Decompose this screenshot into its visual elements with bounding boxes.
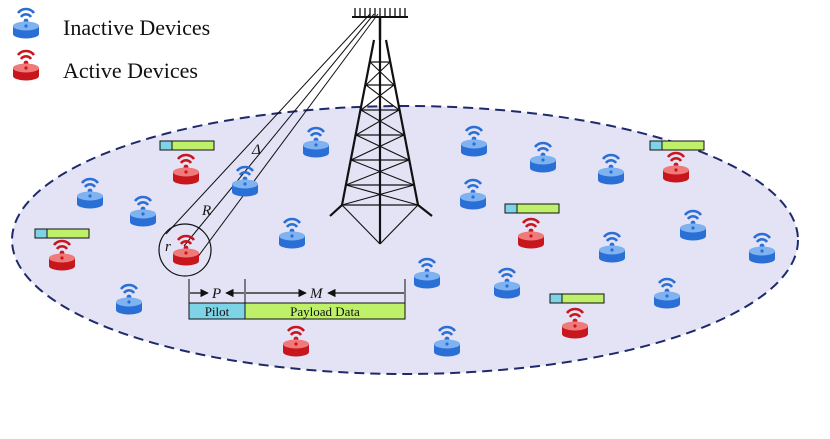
- symbol-r: r: [165, 239, 171, 255]
- payload-label: Payload Data: [290, 304, 360, 319]
- packet-icon: [649, 140, 705, 151]
- legend: Inactive Devices Active Devices: [11, 7, 210, 83]
- symbol-P: P: [211, 286, 221, 302]
- pilot-label: Pilot: [205, 304, 230, 319]
- symbol-R: R: [201, 203, 211, 219]
- packet-icon: [504, 203, 560, 214]
- base-station-tower-icon: [329, 8, 433, 245]
- legend-inactive-device-icon: [11, 7, 41, 40]
- target-device-radius-circle: [158, 223, 212, 277]
- legend-active-label: Active Devices: [63, 58, 198, 83]
- frame-structure: P M Pilot Payload Data: [188, 279, 406, 320]
- payload-block: [244, 302, 406, 320]
- legend-inactive-label: Inactive Devices: [63, 15, 210, 40]
- packet-icon: [159, 140, 215, 151]
- symbol-delta: Δ: [251, 142, 261, 158]
- beam-lines: [165, 13, 379, 263]
- legend-active-device-icon: [11, 49, 41, 82]
- packet-icon: [34, 228, 90, 239]
- symbol-M: M: [309, 286, 324, 302]
- packet-icon: [549, 293, 605, 304]
